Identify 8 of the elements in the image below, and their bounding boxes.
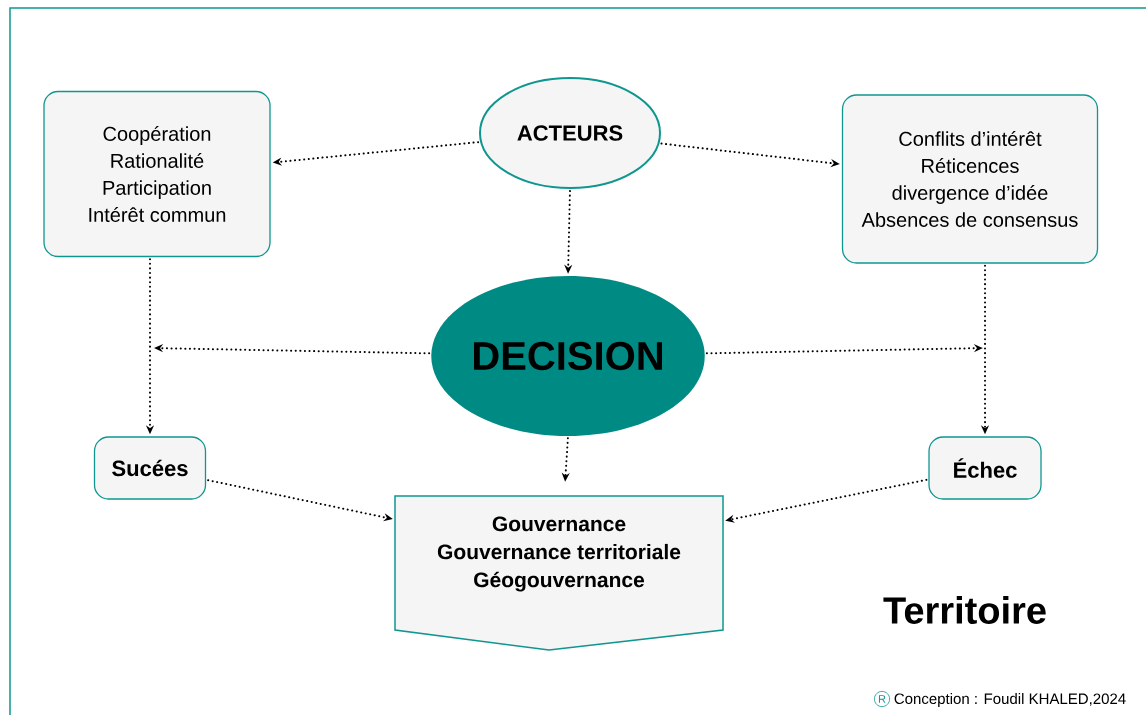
pentagon-arrow-box: Gouvernance Gouvernance territoriale Géogouvernance xyxy=(394,495,724,651)
title-text: Territoire xyxy=(883,596,1046,624)
ellipse-node: ACTEURS xyxy=(479,77,661,189)
rounded-box: Coopération Rationalité Participation Intérêt commun xyxy=(43,90,271,258)
rounded-box: Conflits d’intérêt Réticences divergence d’idée Absences de consensus xyxy=(841,94,1099,264)
credit-text: Conception : Foudil KHALED,2024 xyxy=(894,693,1126,707)
rounded-box: Sucées xyxy=(93,436,207,500)
rounded-box: Échec xyxy=(928,436,1042,500)
